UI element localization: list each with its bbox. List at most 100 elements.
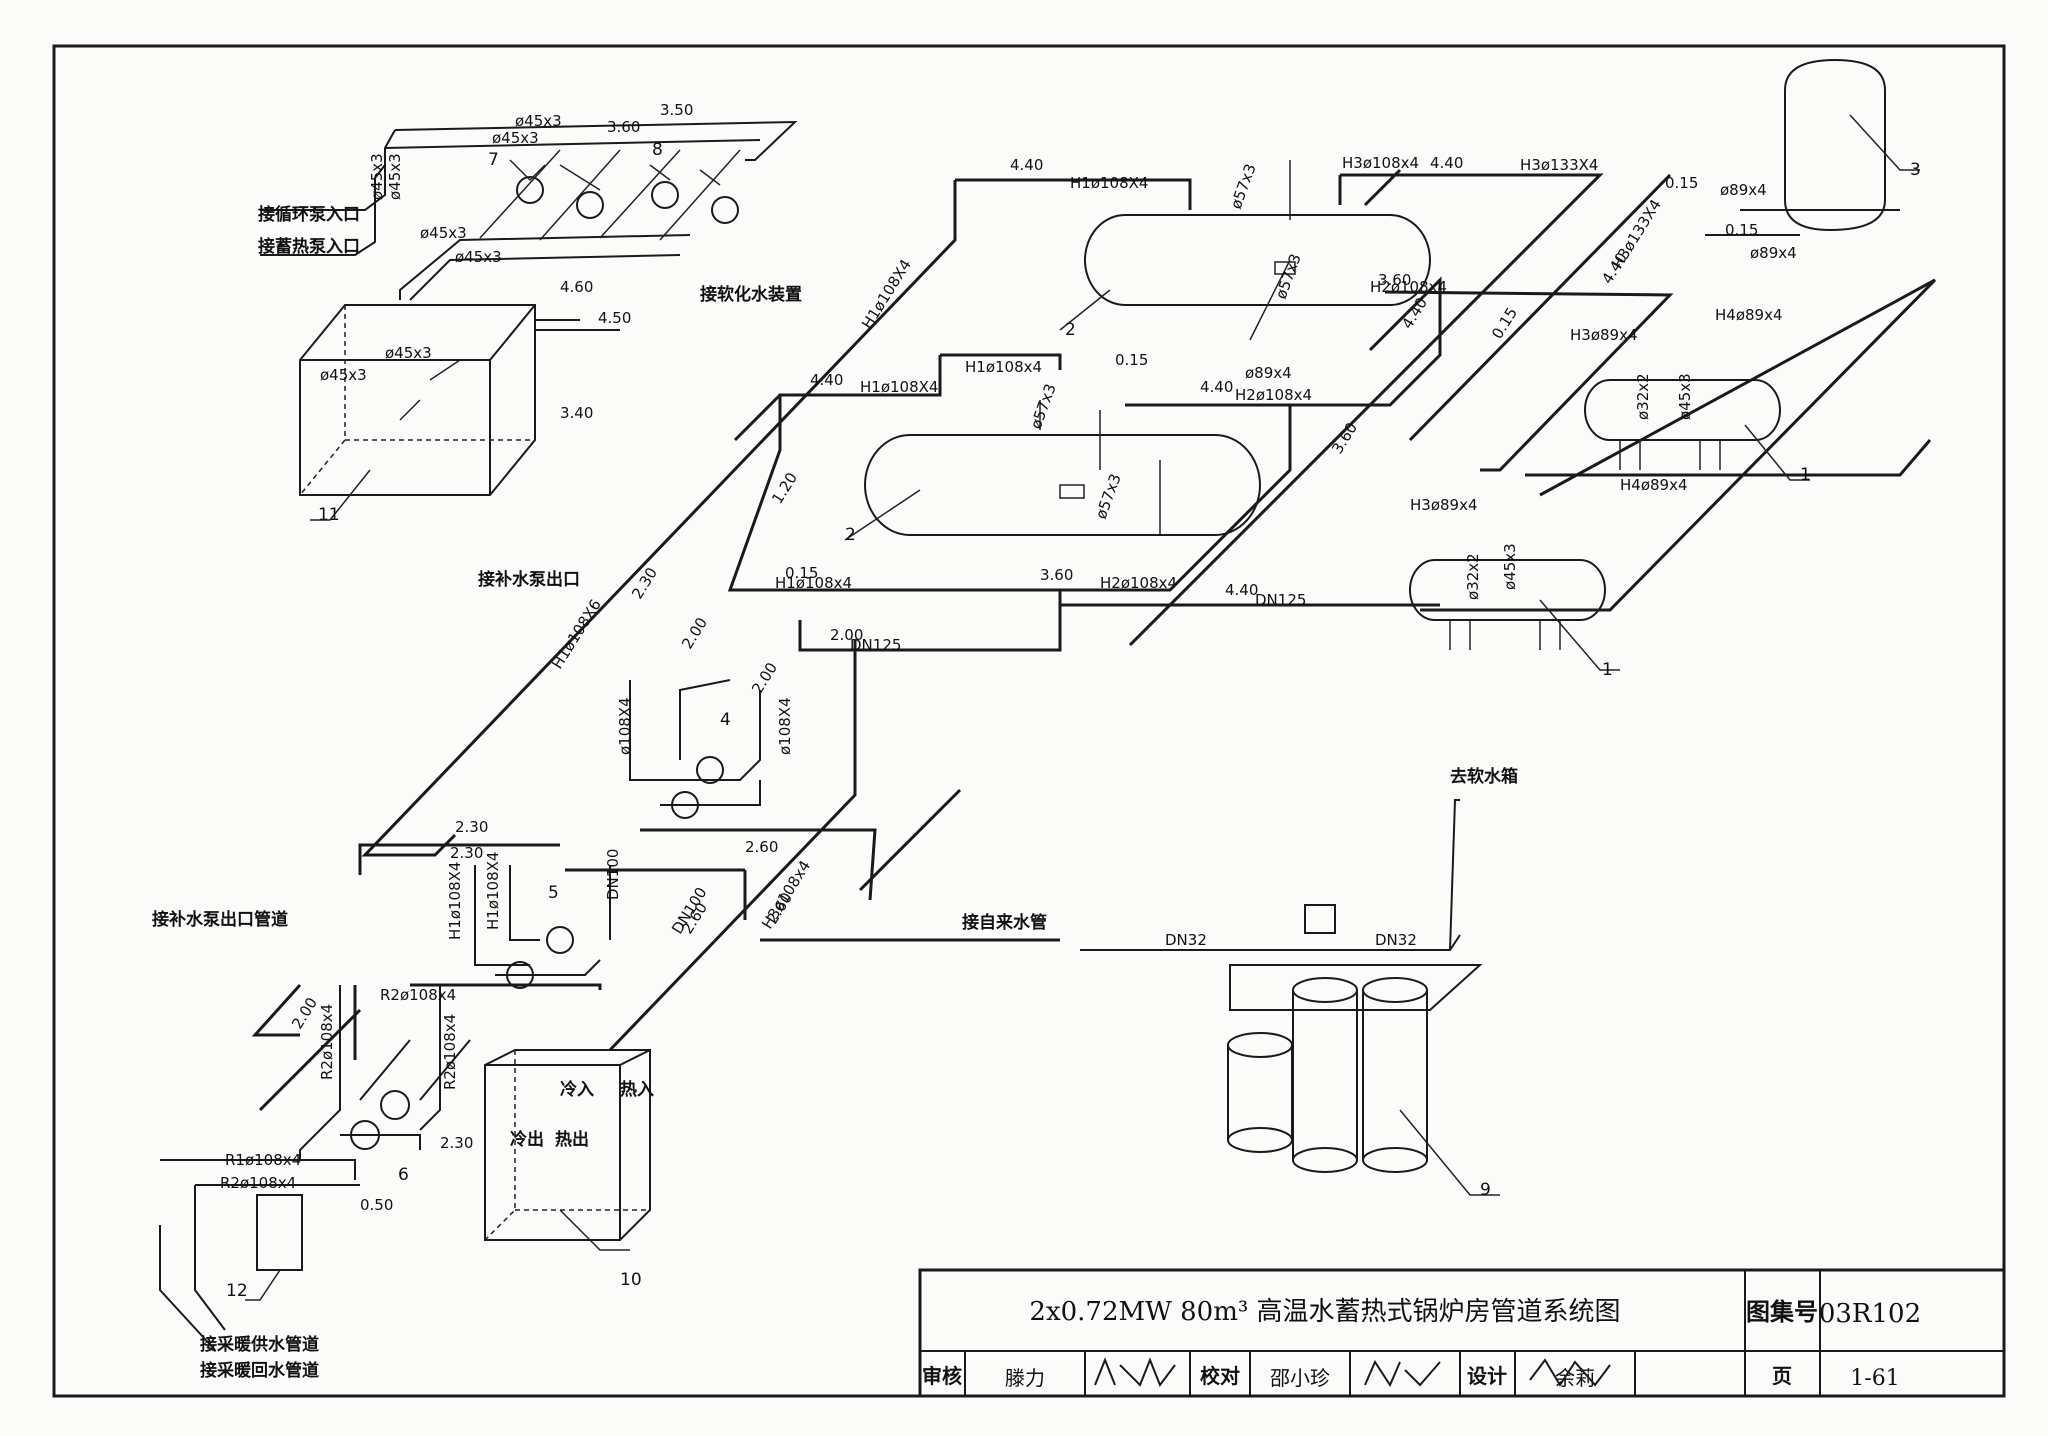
elev-230-b: 2.30 <box>450 844 483 862</box>
signature-review <box>1094 1357 1176 1388</box>
pipe-label-108-v2: ø108X4 <box>776 697 794 755</box>
title-block <box>918 1268 2006 1398</box>
pipe-label-108-v1: ø108X4 <box>616 697 634 755</box>
pipe-label-r1-108: R1ø108x4 <box>225 1151 301 1169</box>
elev-200-d: 2.00 <box>288 994 321 1032</box>
elev-440-c: 4.40 <box>810 371 843 389</box>
atlas-label: 图集号 <box>1746 1297 1818 1326</box>
signature-design <box>1529 1358 1611 1387</box>
label-heating-supply: 接采暖供水管道 <box>200 1334 319 1355</box>
pipe-label-h2-108-low: H2ø108x4 <box>1100 574 1177 592</box>
design-label: 设计 <box>1467 1364 1507 1388</box>
pipe-label-57-a: ø57x3 <box>1227 161 1260 211</box>
equip-4: 4 <box>720 710 731 730</box>
equip-6: 6 <box>398 1165 409 1185</box>
elev-360-c: 3.60 <box>1040 566 1073 584</box>
elev-015-e: 0.15 <box>1488 304 1521 342</box>
elev-360-d: 3.60 <box>1328 419 1361 457</box>
elev-450: 4.50 <box>598 309 631 327</box>
pipe-label-45-top: ø45x3 <box>515 112 562 130</box>
label-softener: 接软化水装置 <box>700 284 802 305</box>
equip-2-lower: 2 <box>845 525 856 545</box>
atlas-number: 03R102 <box>1819 1299 1921 1329</box>
tank11-internal <box>399 359 461 421</box>
pipe-label-45-5: ø45x3 <box>385 344 432 362</box>
equip-9: 9 <box>1480 1180 1491 1200</box>
elev-230-d: 2.30 <box>628 564 661 602</box>
pump-4 <box>629 679 761 819</box>
pipe-label-h4-89-b: H4ø89x4 <box>1620 476 1688 494</box>
elev-440-d: 4.40 <box>1200 378 1233 396</box>
pipe-label-h1-108-mid: H1ø108x4 <box>965 358 1042 376</box>
elev-200-b: 2.00 <box>678 614 711 652</box>
pipe-label-dn32-a: DN32 <box>1165 931 1207 949</box>
pipe-label-h1-108-top: H1ø108X4 <box>1070 174 1148 192</box>
elev-360-b: 3.60 <box>1378 271 1411 289</box>
pipe-label-45-boiler-a: ø45x3 <box>1676 373 1694 420</box>
pipe-label-r2-108-v2: R2ø108x4 <box>441 1014 459 1090</box>
elev-015-b: 0.15 <box>1725 221 1758 239</box>
equip-2-upper: 2 <box>1065 320 1076 340</box>
pipe-label-dn125: DN125 <box>1255 591 1306 609</box>
elev-015-c: 0.15 <box>1115 351 1148 369</box>
pipe-label-89-top: ø89x4 <box>1720 181 1767 199</box>
pipe-label-h1-108-v: H1ø108X4 <box>446 862 464 940</box>
elev-350: 3.50 <box>660 101 693 119</box>
elev-120: 1.20 <box>768 469 801 507</box>
review-name: 滕力 <box>1005 1366 1045 1390</box>
label-tap-water: 接自来水管 <box>962 912 1047 933</box>
drawing-title: 2x0.72MW 80m³ 高温水蓄热式锅炉房管道系统图 <box>1029 1297 1620 1327</box>
pipe-label-h1-108-diag2: H1ø108X6 <box>548 596 605 672</box>
pipe-label-dn100-v: DN100 <box>604 849 622 900</box>
pipe-label-h1-108-v2: H1ø108X4 <box>484 852 502 930</box>
pipe-label-dn125-2: DN125 <box>850 636 901 654</box>
equip-5: 5 <box>548 883 559 903</box>
signature-check <box>1364 1359 1441 1388</box>
main-pipe-loop-h1 <box>251 168 1937 1112</box>
label-makeup-pump-outlet: 接补水泵出口 <box>478 569 580 590</box>
pipe-label-45-boiler-b: ø45x3 <box>1501 543 1519 590</box>
pipe-label-45-v2: ø45x3 <box>386 153 404 200</box>
equip-8: 8 <box>652 140 663 160</box>
label-makeup-pump-outlet-pipe: 接补水泵出口管道 <box>152 909 288 930</box>
label-cold-in: 冷入 <box>560 1079 594 1100</box>
elev-230-a: 2.30 <box>455 818 488 836</box>
check-name: 邵小珍 <box>1270 1366 1330 1390</box>
pipe-label-r2-108-top: R2ø108x4 <box>380 986 456 1004</box>
elev-015-a: 0.15 <box>1665 174 1698 192</box>
elev-440-b: 4.40 <box>1430 154 1463 172</box>
pipe-label-r2-108: R2ø108x4 <box>220 1174 296 1192</box>
elev-050: 0.50 <box>360 1196 393 1214</box>
label-heating-return: 接采暖回水管道 <box>200 1360 319 1381</box>
pipe-label-h4-89-a: H4ø89x4 <box>1715 306 1783 324</box>
equip-11: 11 <box>318 505 340 525</box>
label-cold-out: 冷出 <box>510 1129 544 1150</box>
elev-260: 2.60 <box>745 838 778 856</box>
label-hot-out: 热出 <box>555 1129 589 1150</box>
boiler-1-lower <box>1409 559 1620 671</box>
softener-9 <box>1080 799 1500 1196</box>
equip-12: 12 <box>226 1281 248 1301</box>
tank-10 <box>484 1049 651 1251</box>
pipe-label-45-4: ø45x3 <box>455 248 502 266</box>
pipe-label-89-vessel: ø89x4 <box>1750 244 1797 262</box>
pump-6 <box>299 985 471 1160</box>
pipe-label-h2-108-mid: H2ø108x4 <box>1235 386 1312 404</box>
elev-440-a: 4.40 <box>1010 156 1043 174</box>
pipe-label-45-2: ø45x3 <box>492 129 539 147</box>
label-heat-pump-inlet: 接蓄热泵入口 <box>258 236 360 257</box>
elev-440-f: 4.40 <box>1398 294 1431 332</box>
equip-10: 10 <box>620 1270 642 1290</box>
equip-1-upper: 1 <box>1800 465 1811 485</box>
pipe-label-dn32-b: DN32 <box>1375 931 1417 949</box>
pump-set-7-8 <box>260 120 798 301</box>
tank11-pipe <box>535 319 620 331</box>
pipe-label-57-c: ø57x3 <box>1027 381 1060 431</box>
tank-12 <box>159 1159 360 1351</box>
elev-200-c: 2.00 <box>748 659 781 697</box>
pipe-label-r2-108-v: R2ø108x4 <box>318 1004 336 1080</box>
tank-11 <box>299 304 536 521</box>
tank-2-upper <box>1059 160 1431 341</box>
